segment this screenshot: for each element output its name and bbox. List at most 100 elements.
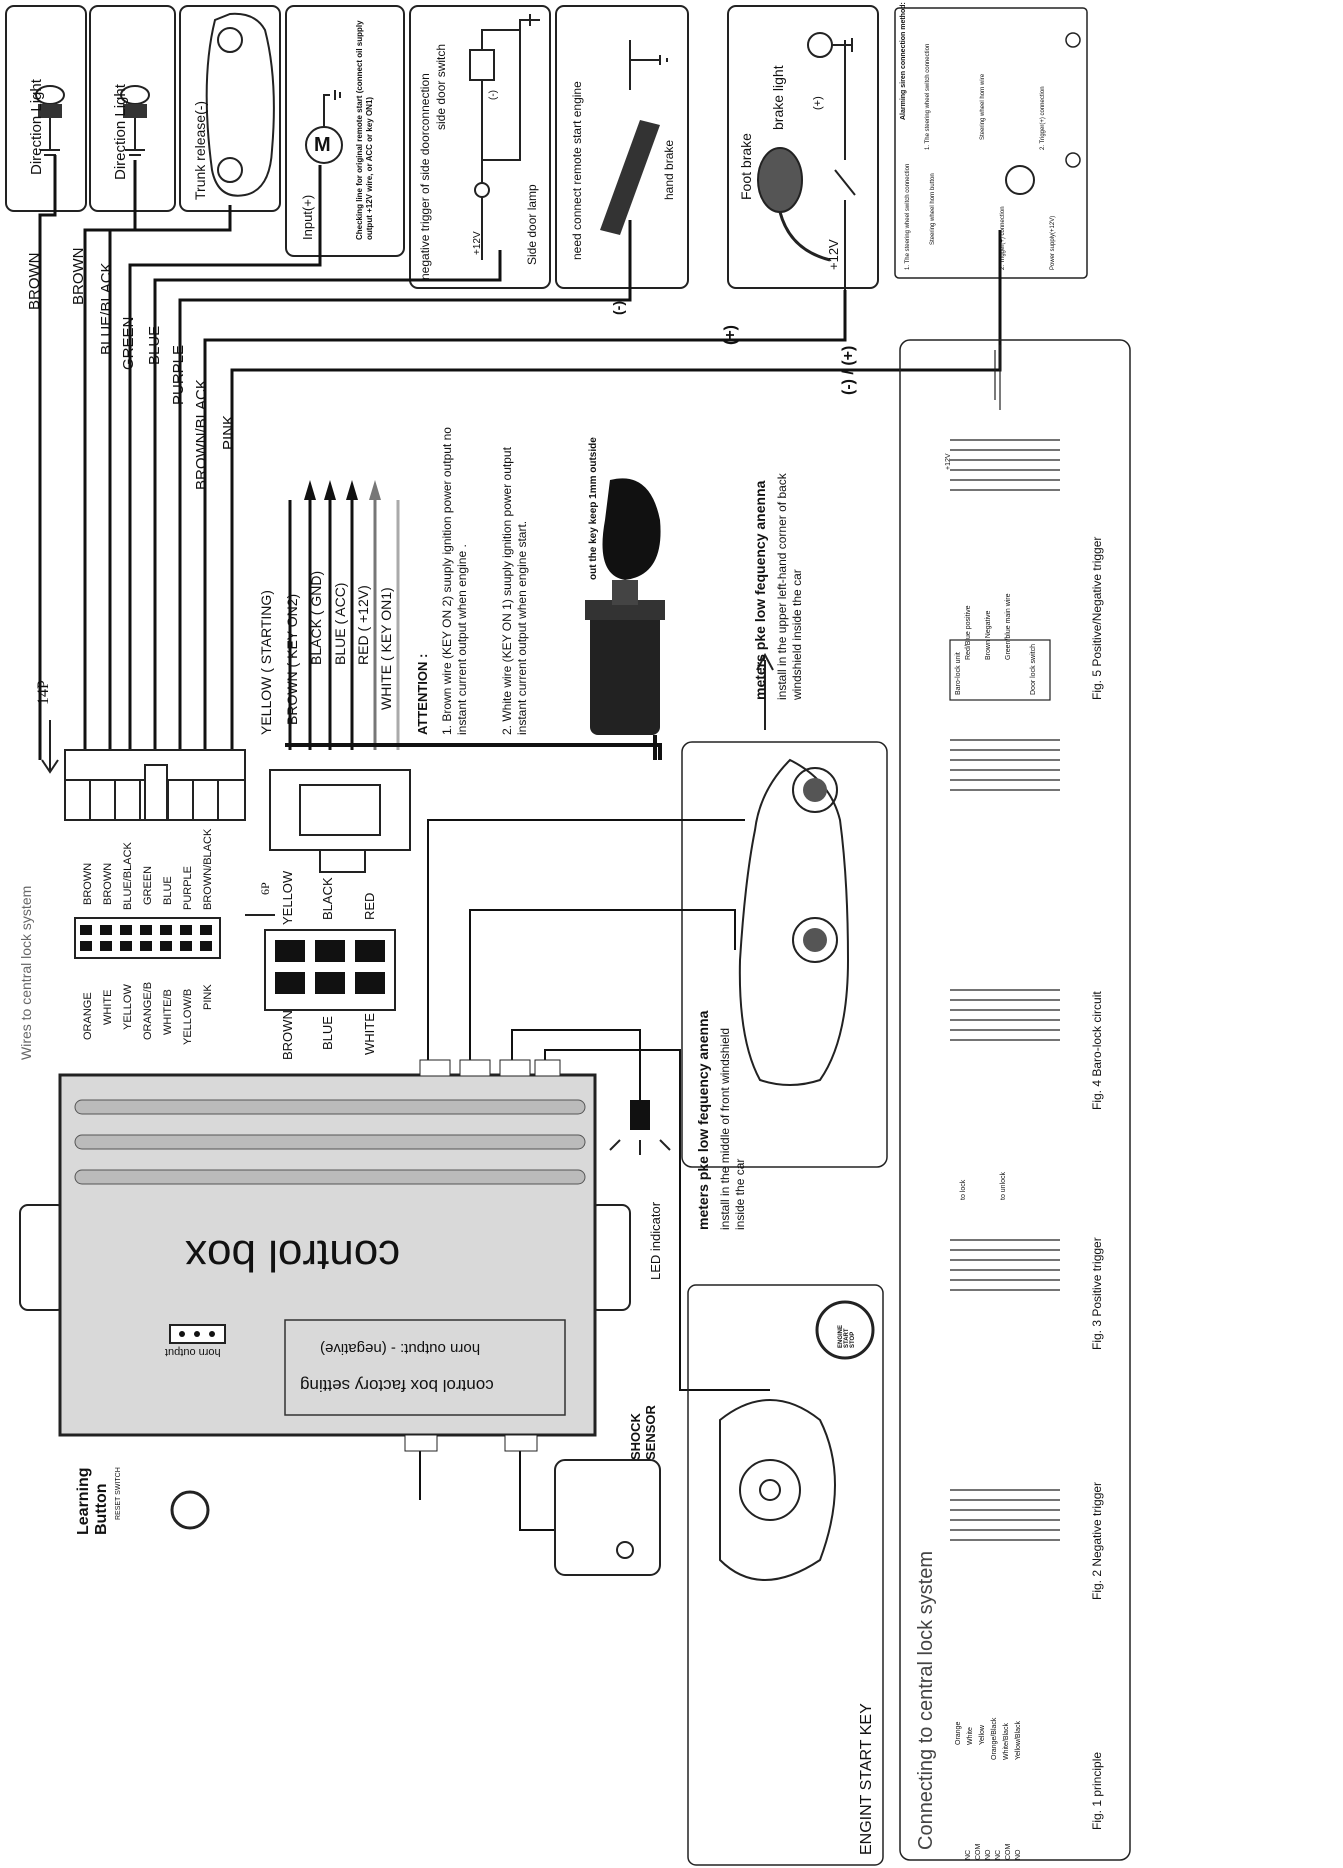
wire-bundle-6p bbox=[285, 500, 662, 760]
fig-term-0: NC bbox=[965, 1849, 972, 1860]
led-icon bbox=[609, 1100, 671, 1155]
car-top-icon bbox=[205, 12, 275, 197]
fig-wire-3: Orange/Black bbox=[991, 1717, 998, 1760]
fig-caption-2: Fig. 2 Negative trigger bbox=[1090, 1481, 1104, 1600]
wire6-label-2: BLACK ( GND) bbox=[308, 570, 324, 665]
side-door-box bbox=[409, 5, 551, 289]
wire6-label-3: BLUE ( ACC) bbox=[332, 582, 348, 665]
reset-switch-label: RESET SWITCH bbox=[115, 1467, 122, 1520]
pin-right-0: BROWN bbox=[82, 862, 94, 905]
fig-wire-2: Yellow bbox=[979, 1725, 986, 1745]
connector-6p-label: 6P bbox=[258, 882, 272, 895]
car-side-view bbox=[681, 741, 888, 1168]
plus12v-a-label: +12V bbox=[472, 231, 483, 255]
wire-label-7: PINK bbox=[220, 414, 237, 450]
learning-button-label: Learning Button bbox=[75, 1467, 110, 1535]
ignition-key-icon bbox=[585, 478, 665, 760]
plus-b-label: (+) bbox=[722, 325, 739, 345]
bulb-icon-2 bbox=[120, 85, 150, 156]
six-pin-bottom-1: BLUE bbox=[320, 1016, 335, 1050]
side-door-switch-label: side door switch bbox=[434, 43, 448, 130]
antenna-rear-desc: install in the upper left-hand corner of… bbox=[775, 473, 804, 700]
siren-box bbox=[894, 7, 1088, 279]
central-lock-side-label: Wires to central lock system bbox=[18, 885, 34, 1060]
baro-door-switch-label: Door lock switch bbox=[1030, 644, 1037, 695]
connector-14p-label: 14P bbox=[35, 680, 52, 705]
minus-a-label: (-) bbox=[488, 90, 499, 100]
pin-left-0: ORANGE bbox=[82, 992, 94, 1040]
fig-caption-1: Fig. 1 principle bbox=[1090, 1751, 1104, 1830]
wire6-label-4: RED ( +12V) bbox=[355, 585, 371, 665]
minus-b-label: (-) bbox=[610, 301, 626, 315]
wire-bundle-14p bbox=[38, 155, 1002, 760]
fig-wire-0: Orange bbox=[955, 1721, 962, 1745]
pin-left-3: ORANGE/B bbox=[142, 981, 154, 1040]
direction-light-1-label: Direction Light bbox=[28, 79, 45, 175]
siren-opt2: 2. Trigger(+) connection bbox=[1040, 86, 1046, 150]
wire6-label-0: YELLOW ( STARTING) bbox=[258, 590, 274, 735]
side-door-trigger-label: negative trigger of side doorconnection bbox=[418, 73, 432, 280]
key-note: out the key keep 1mm outside bbox=[588, 437, 599, 580]
plus12v-b-label: +12V bbox=[826, 239, 841, 270]
fig-term-5: NO bbox=[1015, 1849, 1022, 1861]
connector-6p-block bbox=[269, 769, 411, 873]
wire-label-2: BLUE/BLACK bbox=[98, 262, 115, 355]
to-unlock-label: to unlock bbox=[1000, 1171, 1007, 1200]
six-pin-top-2: RED bbox=[362, 892, 377, 920]
control-box-body bbox=[19, 1059, 631, 1452]
wire-label-4: BLUE bbox=[146, 325, 163, 365]
pin-left-4: WHITE/B bbox=[162, 989, 174, 1035]
hand-brake-icon bbox=[600, 40, 668, 235]
connector-14p bbox=[64, 749, 246, 821]
fig-plus12v-label: +12V bbox=[945, 453, 952, 470]
baro-green-blue: Green/blue main wire bbox=[1005, 593, 1012, 660]
pin-left-5: YELLOW/B bbox=[182, 988, 194, 1045]
wire-label-5: PURPLE bbox=[170, 344, 187, 405]
pin-left-6: PINK bbox=[202, 984, 214, 1010]
direction-light-box-2 bbox=[89, 5, 176, 212]
fig-wire-5: Yellow/Black bbox=[1015, 1720, 1022, 1760]
engine-start-key-label: ENGINT START KEY bbox=[858, 1703, 875, 1855]
wire-label-3: GREEN bbox=[120, 316, 137, 370]
six-pin-connector bbox=[264, 929, 396, 1011]
fig-caption-4: Fig. 4 Baro-lock circuit bbox=[1090, 991, 1104, 1110]
siren-horn-button: Steering wheel horn button bbox=[930, 173, 936, 245]
fig-caption-5: Fig. 5 Positive/Negative trigger bbox=[1090, 536, 1104, 700]
engine-start-button-label: ENGINE START STOP bbox=[838, 1324, 856, 1348]
motor-icon bbox=[305, 90, 343, 164]
bulb-icon-1 bbox=[35, 85, 65, 156]
baro-red-blue: Red/Blue positive bbox=[965, 605, 972, 660]
wire-label-1: BROWN bbox=[70, 247, 87, 306]
minus-plus-label: (-) / (+) bbox=[840, 345, 857, 395]
pin-left-1: WHITE bbox=[102, 989, 114, 1025]
input-box bbox=[285, 5, 405, 257]
wire-arrows-6p bbox=[304, 480, 381, 500]
pin-left-2: YELLOW bbox=[122, 984, 134, 1030]
brake-light-label: brake light bbox=[770, 65, 786, 130]
shock-sensor-label: SHOCK SENSOR bbox=[628, 1405, 658, 1460]
led-indicator-label: LED indicator bbox=[648, 1201, 663, 1280]
checking-line-text: Checking line for original remote start … bbox=[355, 20, 374, 240]
siren-trigger: 2. Trigger(+) connection bbox=[1000, 206, 1006, 270]
six-pin-bottom-2: WHITE bbox=[362, 1013, 377, 1055]
siren-speaker-icon bbox=[1005, 165, 1035, 195]
central-lock-panel bbox=[899, 339, 1131, 1861]
horn-output-label: horn output bbox=[165, 1346, 221, 1358]
direction-light-box-1 bbox=[5, 5, 87, 212]
attention-title: ATTENTION : bbox=[415, 653, 430, 735]
input-label: Input(+) bbox=[300, 194, 315, 240]
to-lock-label: to lock bbox=[960, 1179, 967, 1200]
fig-wire-4: White/Black bbox=[1003, 1723, 1010, 1760]
siren-option-2-icon bbox=[1065, 152, 1081, 168]
brake-box bbox=[727, 5, 879, 289]
antenna-front-desc: install in the middle of front windshiel… bbox=[718, 1027, 747, 1230]
arrow-14p bbox=[41, 720, 59, 774]
fig-term-3: NC bbox=[995, 1849, 1002, 1860]
attention-item-2: 2. White wire (KEY ON 1) suuply ignition… bbox=[500, 447, 529, 735]
side-door-lamp-label: Side door lamp bbox=[525, 184, 539, 265]
fig-term-4: COM bbox=[1005, 1843, 1012, 1860]
six-pin-bottom-0: BROWN bbox=[280, 1010, 295, 1060]
foot-brake-label: Foot brake bbox=[738, 133, 754, 200]
motor-symbol: M bbox=[314, 134, 331, 156]
